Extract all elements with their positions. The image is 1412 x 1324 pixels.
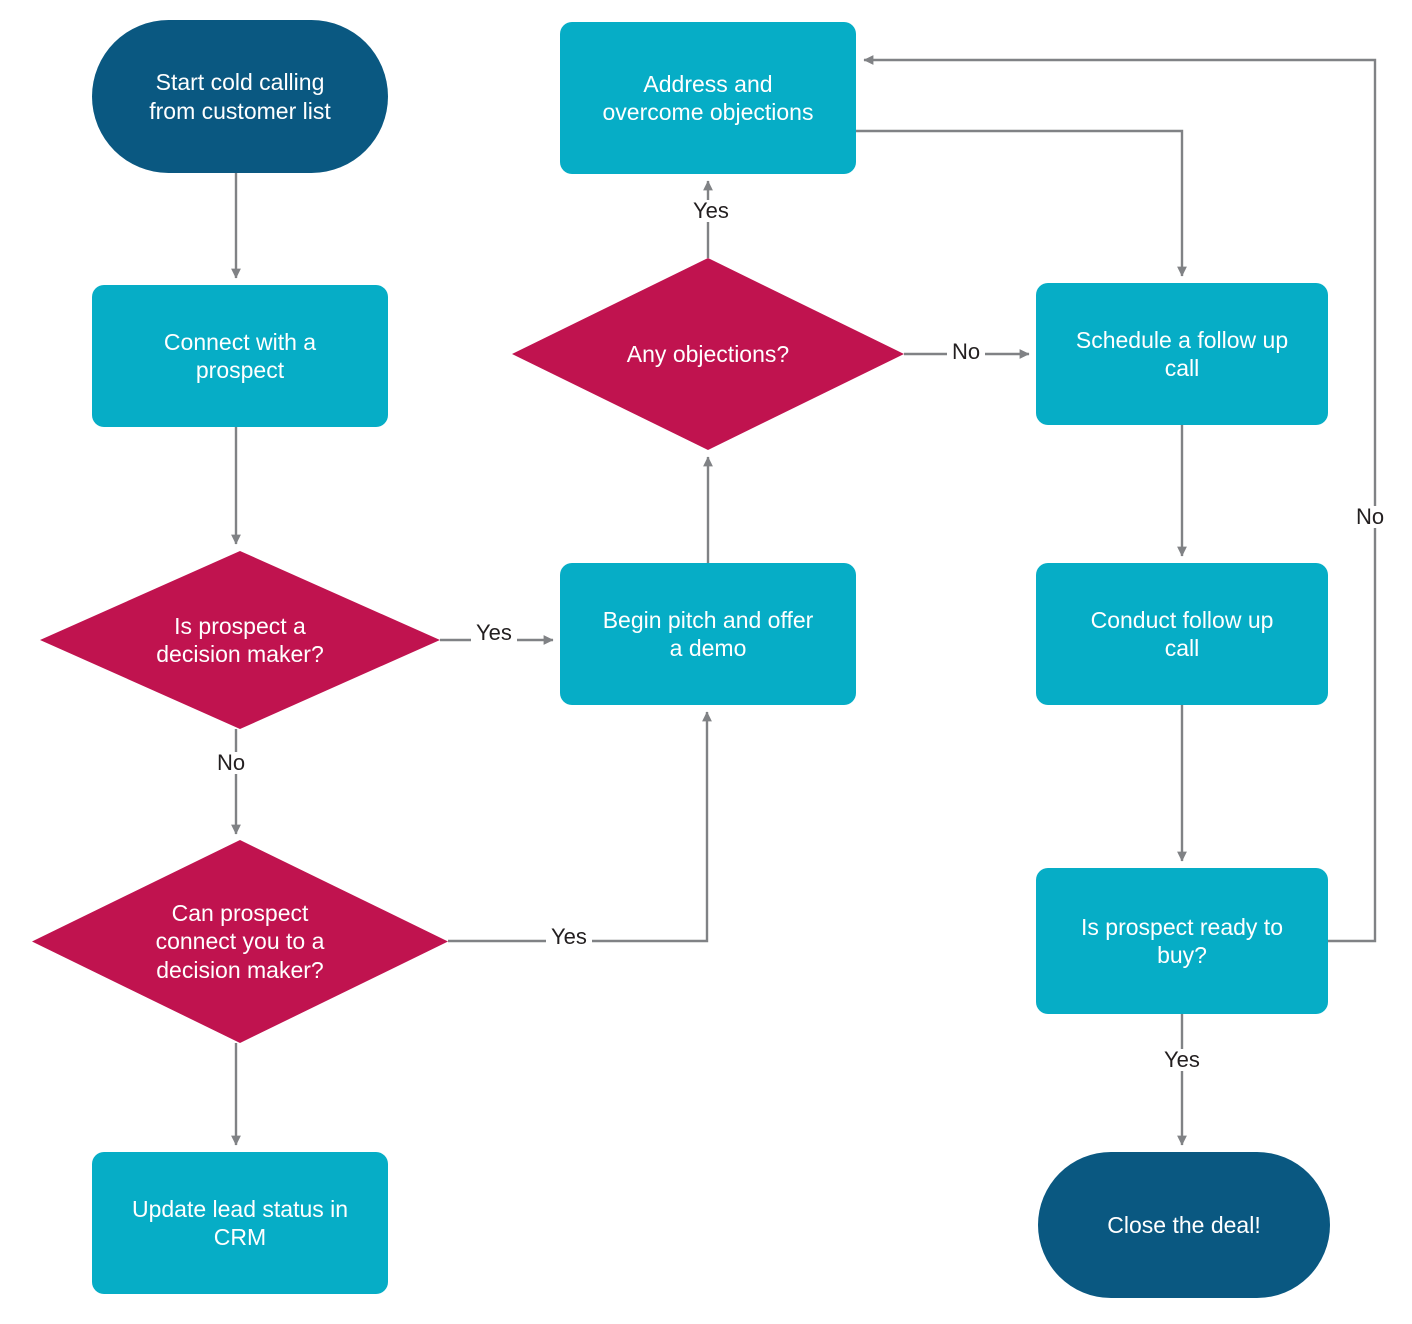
diamond-shape <box>512 258 904 450</box>
diamond-shape <box>32 840 448 1043</box>
edge-address-to-schedule <box>856 129 1187 277</box>
edge-ready-no <box>863 55 1377 943</box>
node-begin-pitch-offer-demo[interactable]: Begin pitch and offer a demo <box>560 563 856 705</box>
node-start[interactable]: Start cold calling from customer list <box>92 20 388 173</box>
node-is-prospect-decision-maker[interactable]: Is prospect a decision maker? <box>40 551 440 729</box>
node-close-the-deal[interactable]: Close the deal! <box>1038 1152 1330 1298</box>
edge-dm-yes <box>448 711 712 943</box>
edge-label-objections-yes: Yes <box>688 200 734 222</box>
node-connect-with-prospect[interactable]: Connect with a prospect <box>92 285 388 427</box>
node-any-objections[interactable]: Any objections? <box>512 258 904 450</box>
edge-label-objections-no: No <box>947 341 986 363</box>
edge-label-decision-no: No <box>212 752 251 774</box>
edge-label-ready-no: No <box>1351 506 1390 528</box>
node-update-lead-status-crm[interactable]: Update lead status in CRM <box>92 1152 388 1294</box>
diamond-shape <box>40 551 440 729</box>
node-address-overcome-objections[interactable]: Address and overcome objections <box>560 22 856 174</box>
edge-label-ready-yes: Yes <box>1159 1049 1205 1071</box>
edge-label-dm-yes: Yes <box>546 926 592 948</box>
edge-label-decision-yes: Yes <box>471 622 517 644</box>
node-can-prospect-connect-you[interactable]: Can prospect connect you to a decision m… <box>32 840 448 1043</box>
node-is-prospect-ready-to-buy[interactable]: Is prospect ready to buy? <box>1036 868 1328 1014</box>
node-conduct-follow-up-call[interactable]: Conduct follow up call <box>1036 563 1328 705</box>
node-schedule-follow-up-call[interactable]: Schedule a follow up call <box>1036 283 1328 425</box>
